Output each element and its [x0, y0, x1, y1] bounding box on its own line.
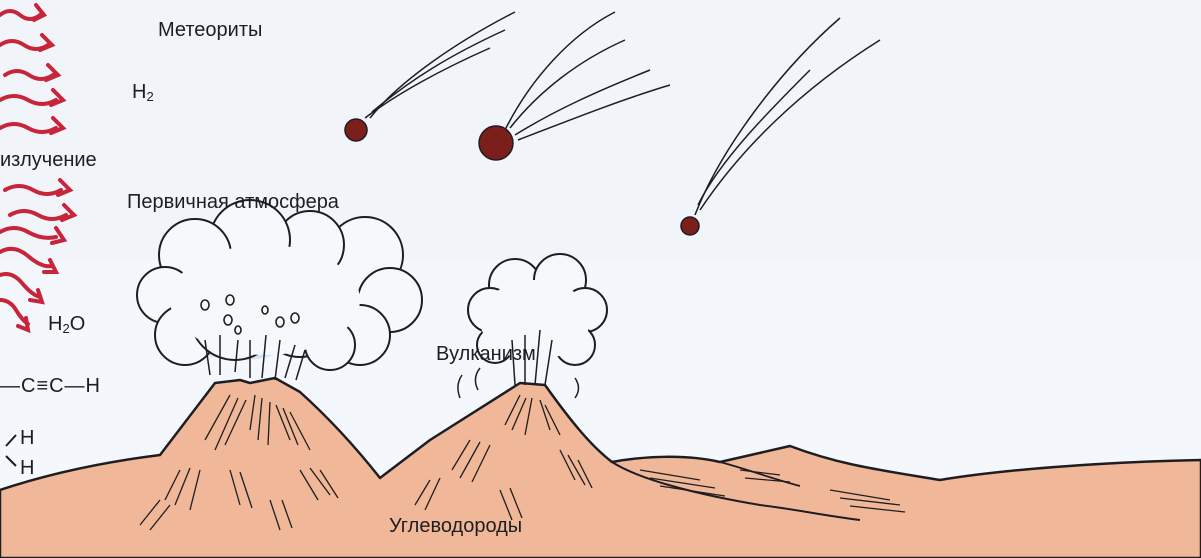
h2-label: H2	[132, 82, 154, 103]
h2-subscript: 2	[146, 89, 153, 104]
meteorites-label: Метеориты	[158, 20, 262, 40]
acetylene-formula: —C≡C—H	[0, 376, 101, 396]
h2o-o: O	[70, 313, 86, 335]
h2o-h: H	[48, 313, 62, 335]
meteor-icon	[345, 119, 367, 141]
h2-base: H	[132, 81, 146, 103]
meteor-icon	[681, 217, 699, 235]
hydrocarbons-label: Углеводороды	[389, 516, 522, 536]
left-volcano-cloud	[137, 200, 422, 380]
primary-atmosphere-label: Первичная атмосфера	[127, 192, 339, 212]
bond-h-bottom: H	[20, 458, 34, 478]
volcanism-label: Вулканизм	[436, 344, 536, 364]
h2o-label: H2O	[48, 314, 85, 335]
meteor-icon	[479, 126, 513, 160]
bond-h-top: H	[20, 428, 34, 448]
radiation-label: излучение	[0, 150, 97, 170]
h2o-subscript: 2	[62, 321, 69, 336]
